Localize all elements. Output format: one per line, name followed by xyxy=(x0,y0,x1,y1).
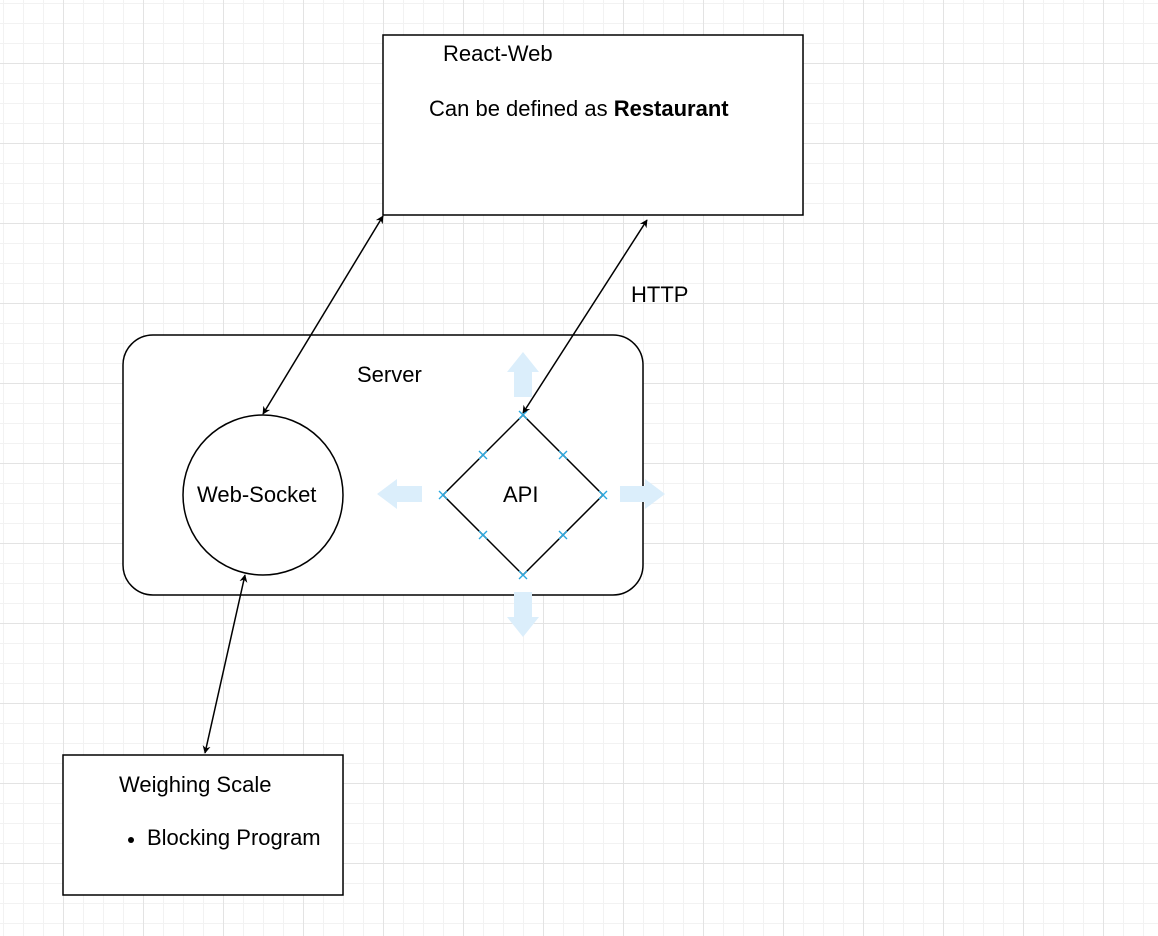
edge-web-socket-to-weighing-scale[interactable] xyxy=(202,574,248,754)
react-web-box[interactable] xyxy=(382,34,804,216)
api-connection-points xyxy=(438,410,608,580)
http-edge-label: HTTP xyxy=(631,282,689,307)
web-socket-circle[interactable] xyxy=(182,414,344,576)
api-label: API xyxy=(503,482,539,507)
react-web-description-bold: Restaurant xyxy=(613,96,729,121)
bullet-dot xyxy=(128,837,134,843)
weighing-scale-bullet-item: Blocking Program xyxy=(147,825,321,850)
hover-arrow-right xyxy=(620,479,665,509)
hover-arrow-left xyxy=(377,479,422,509)
react-web-title: React-Web xyxy=(443,41,553,66)
weighing-scale-box[interactable] xyxy=(62,754,344,896)
edge-react-web-to-web-socket[interactable] xyxy=(262,215,384,415)
hover-arrow-down xyxy=(507,592,539,637)
server-title: Server xyxy=(357,362,422,387)
react-web-description-text: Can be defined as xyxy=(429,96,614,121)
weighing-scale-title: Weighing Scale xyxy=(119,772,272,797)
web-socket-label: Web-Socket xyxy=(197,482,317,507)
react-web-description: Can be defined as Restaurant xyxy=(429,98,729,120)
edge-react-web-to-api[interactable] xyxy=(522,219,648,414)
